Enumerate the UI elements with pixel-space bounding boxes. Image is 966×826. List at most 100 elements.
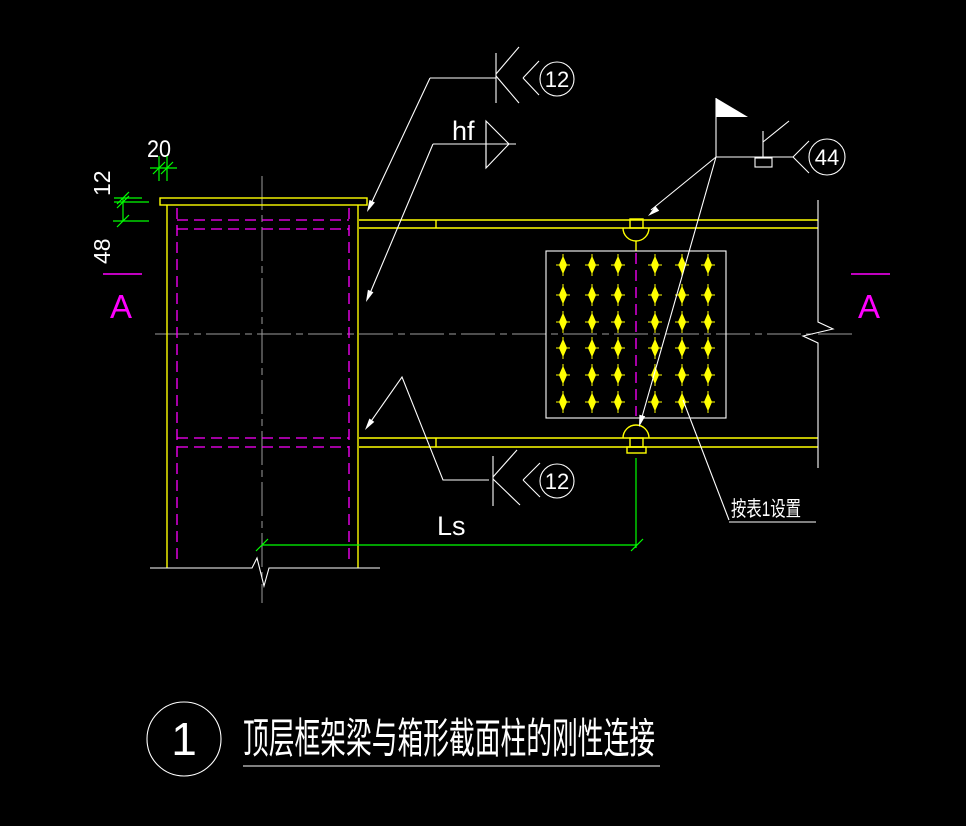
centerlines: [155, 176, 853, 603]
detail-number: 1: [171, 713, 197, 765]
bolt-symbol: [701, 337, 715, 359]
dim-tick-right: [630, 538, 644, 552]
bolt-symbol: [556, 311, 570, 333]
weld-symbol-bevel-lower: [492, 478, 521, 506]
diaphragm-offset-label: 48: [89, 238, 115, 264]
leader-line: [366, 375, 489, 481]
tail-arrow-upper: [522, 60, 540, 79]
field-weld-flag-icon: [716, 98, 748, 117]
leader-arrowhead: [365, 418, 375, 430]
bottom-weld-access-hole: [622, 424, 650, 439]
column-break-line: [150, 556, 380, 589]
note-text: 按表1设置: [731, 498, 801, 521]
beam-break-line: [801, 200, 835, 468]
weld-size-bubble: [539, 463, 575, 499]
bolt-symbol: [648, 337, 662, 359]
title-text: 顶层框架梁与箱形截面柱的刚性连接: [243, 715, 655, 762]
bottom-backing-bar: [626, 446, 647, 454]
bolt-symbol: [675, 311, 689, 333]
weld-symbol-bevel-upper: [495, 46, 520, 75]
bolt-symbol: [611, 364, 625, 386]
top-weld-access-hole: [622, 227, 650, 242]
bolt-symbol: [648, 311, 662, 333]
tail-arrow-lower: [522, 77, 540, 96]
weld-size-bubble: [808, 138, 846, 176]
bolt-symbol: [556, 337, 570, 359]
vert-tick-3: [116, 214, 130, 228]
vert-tick-1: [116, 191, 130, 205]
detail-number-bubble: [146, 701, 222, 777]
weld-symbol-bevel-lower: [495, 75, 520, 104]
bolt-symbol: [701, 254, 715, 276]
bolt-symbol: [648, 391, 662, 413]
weld-callout-top-flange: 12: [367, 46, 575, 212]
vert-tick-2: [116, 195, 130, 209]
detail-title: 1 顶层框架梁与箱形截面柱的刚性连接: [146, 701, 660, 777]
bolt-symbol: [648, 254, 662, 276]
plate-dimensions: 20 12 48: [89, 136, 177, 264]
groove-weld-symbol: [492, 449, 541, 506]
bolt-symbol: [648, 284, 662, 306]
bolt-symbol: [556, 391, 570, 413]
bolt-symbol: [675, 284, 689, 306]
bolt-symbol: [648, 364, 662, 386]
bolt-symbol: [556, 364, 570, 386]
high-strength-bolts: [556, 254, 715, 413]
bottom-splice-butt-weld: [629, 437, 644, 448]
bolt-symbol: [611, 391, 625, 413]
bolt-symbol: [675, 364, 689, 386]
bolt-symbol: [611, 337, 625, 359]
splice-plate-outline: [545, 250, 727, 419]
fillet-symbol-triangle: [485, 119, 510, 170]
section-label-right: A: [858, 288, 880, 325]
leader-to-bottom-splice: [639, 156, 717, 425]
weld-callout-web-fillet: hf: [366, 116, 516, 302]
bolt-symbol: [585, 337, 599, 359]
bolt-symbol: [701, 284, 715, 306]
dim-tick-left: [255, 538, 269, 552]
bolt-group: [545, 250, 727, 419]
note-leader-line: [682, 399, 730, 521]
box-column: [150, 197, 380, 589]
bolt-symbol: [701, 311, 715, 333]
top-splice-butt-weld: [629, 218, 644, 229]
bolt-symbol: [585, 364, 599, 386]
weld-callout-bottom-flange: 12: [365, 375, 575, 506]
bolt-symbol: [585, 254, 599, 276]
column-cap-plate: [159, 197, 368, 206]
weld-callout-field-splice: 44: [639, 98, 846, 427]
overhang-tick-1: [152, 161, 166, 175]
tail-arrow-lower: [792, 156, 810, 174]
weld-symbol-bevel-upper: [492, 449, 518, 478]
bolt-symbol: [556, 254, 570, 276]
arrowhead-top-splice: [648, 206, 660, 216]
span-dimension-label: Ls: [437, 511, 466, 541]
tail-arrow-lower: [522, 479, 541, 498]
span-dimension: Ls: [255, 458, 644, 552]
bolt-symbol: [556, 284, 570, 306]
bolt-symbol: [675, 337, 689, 359]
bolt-note: 按表1设置: [682, 399, 816, 523]
bolt-symbol: [585, 311, 599, 333]
weld-size-splice: 44: [815, 145, 839, 170]
tail-arrow-upper: [792, 140, 810, 158]
tail-arrow-upper: [522, 462, 541, 481]
arrowhead-bottom-splice: [639, 414, 646, 427]
flange-splice-details: [622, 218, 650, 454]
bevel-symbol-slope: [762, 120, 790, 143]
leader-line: [367, 143, 434, 299]
bolt-symbol: [701, 364, 715, 386]
section-label-left: A: [110, 288, 132, 325]
weld-size-bubble: [539, 61, 575, 97]
bolt-symbol: [611, 284, 625, 306]
bolt-symbol: [585, 391, 599, 413]
bolt-symbol: [675, 391, 689, 413]
bolt-symbol: [611, 311, 625, 333]
groove-weld-symbol: [495, 46, 540, 104]
leader-arrowhead: [366, 289, 374, 302]
fillet-size-label: hf: [452, 116, 475, 146]
bolt-symbol: [585, 284, 599, 306]
plate-thickness-label: 12: [89, 170, 115, 196]
